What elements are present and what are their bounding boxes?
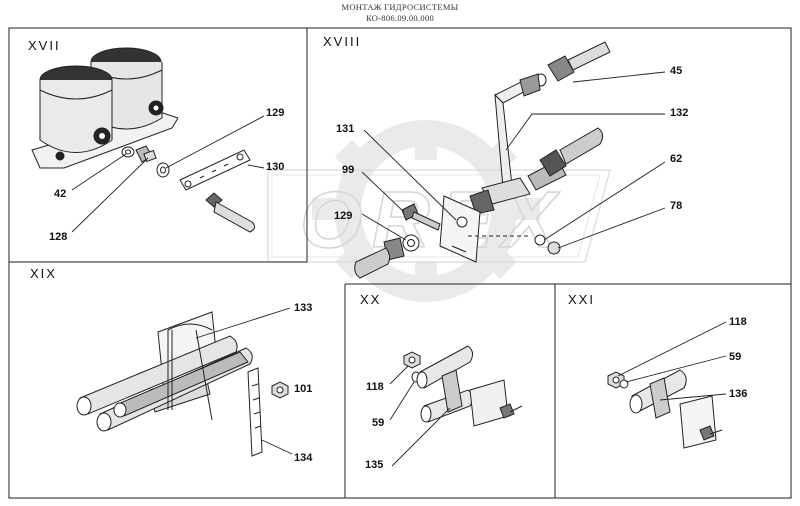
view-label-xxi: XXI (568, 292, 595, 307)
callout-133: 133 (294, 302, 313, 314)
callout-130: 130 (266, 161, 285, 173)
leader-lines (71, 71, 727, 467)
callout-131: 131 (336, 123, 355, 135)
view-xxi-parts (607, 369, 723, 449)
callout-101: 101 (294, 383, 313, 395)
callout-118: 118 (366, 381, 384, 393)
view-xvii-parts (31, 47, 256, 233)
callout-99: 99 (342, 164, 355, 176)
callout-132: 132 (670, 107, 689, 119)
callout-62: 62 (670, 153, 683, 165)
callout-134: 134 (294, 452, 313, 464)
view-label-xix: XIX (30, 266, 57, 281)
watermark-gear: OREX (267, 120, 611, 302)
callout-42: 42 (54, 188, 67, 200)
view-label-xviii: XVIII (323, 34, 362, 49)
callout-59: 59 (372, 417, 385, 429)
callout-129: 129 (266, 107, 285, 119)
view-label-xx: XX (360, 292, 382, 307)
panel-borders (8, 27, 792, 499)
drawing-title: МОНТАЖ ГИДРОСИСТЕМЫ (341, 2, 459, 12)
callout-128: 128 (49, 231, 68, 243)
callout-78: 78 (670, 200, 683, 212)
view-xix-parts (76, 311, 289, 457)
callout-129b: 129 (334, 210, 353, 222)
view-xx-parts (403, 345, 523, 427)
view-xviii-parts (354, 41, 611, 279)
callout-118b: 118 (729, 316, 747, 328)
callout-59b: 59 (729, 351, 742, 363)
drawing-code: КО-806.09.00.000 (365, 13, 435, 23)
view-label-xvii: XVII (28, 38, 61, 53)
callout-136: 136 (729, 388, 748, 400)
callout-135: 135 (365, 459, 384, 471)
callout-45: 45 (670, 65, 683, 77)
